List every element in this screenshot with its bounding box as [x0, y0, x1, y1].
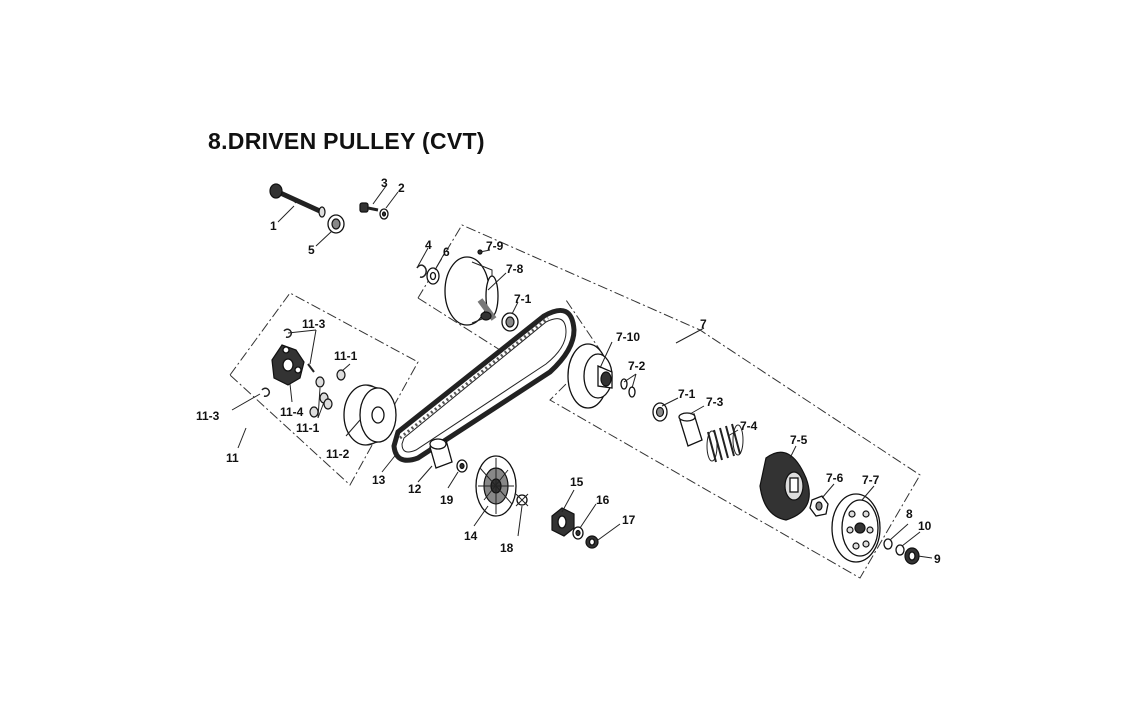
- label-11-1-lower: 11-1: [296, 421, 320, 435]
- bolt-part: [359, 202, 379, 213]
- one-way-clutch-part: [551, 507, 575, 537]
- label-11-3-upper: 11-3: [302, 317, 326, 331]
- label-7-1-upper: 7-1: [514, 292, 532, 306]
- slider-11-3-lower-part: [261, 387, 271, 397]
- slider-11-3-upper-part: [283, 328, 315, 373]
- collar-part: [429, 438, 453, 469]
- clutch-outer-7-7-part: [831, 493, 881, 563]
- label-7-9: 7-9: [486, 239, 504, 253]
- label-7-10: 7-10: [616, 330, 640, 344]
- label-13: 13: [372, 473, 386, 487]
- spring-7-4-part: [706, 423, 744, 463]
- group-boundaries: [229, 224, 921, 579]
- label-7-6: 7-6: [826, 471, 844, 485]
- label-5: 5: [308, 243, 315, 257]
- label-3: 3: [381, 176, 388, 190]
- label-11-1-upper: 11-1: [334, 349, 358, 363]
- label-2: 2: [398, 181, 405, 195]
- label-18: 18: [500, 541, 514, 555]
- label-11-3-lower: 11-3: [196, 409, 220, 423]
- oil-seal-7-1-part: [652, 402, 668, 422]
- movable-sheave-part: [567, 343, 613, 409]
- drive-belt-part: [391, 307, 577, 463]
- label-15: 15: [570, 475, 584, 489]
- label-7-1-lower: 7-1: [678, 387, 696, 401]
- label-7-3: 7-3: [706, 395, 724, 409]
- group-11-boundary: [229, 292, 419, 486]
- nut-part: [327, 214, 345, 234]
- label-7-4: 7-4: [740, 419, 758, 433]
- clutch-carrier-7-5-part: [759, 451, 810, 521]
- nut-9-part: [904, 547, 920, 565]
- label-7-5: 7-5: [790, 433, 808, 447]
- washer-8-part: [883, 538, 893, 550]
- label-16: 16: [596, 493, 610, 507]
- bearing-7-1-upper-part: [501, 312, 519, 332]
- label-6: 6: [443, 245, 450, 259]
- group-7-boundary: [417, 224, 921, 579]
- diagram-title: 8.DRIVEN PULLEY (CVT): [208, 128, 485, 154]
- movable-drive-face-part: [343, 384, 397, 446]
- nut-7-6-part: [809, 495, 829, 517]
- label-12: 12: [408, 482, 422, 496]
- label-7-7: 7-7: [862, 473, 880, 487]
- label-17: 17: [622, 513, 636, 527]
- label-1: 1: [270, 219, 277, 233]
- fan-drive-plate-part: [475, 455, 517, 517]
- starter-gear-part: [515, 493, 529, 507]
- axle-part: [269, 183, 326, 218]
- label-8: 8: [906, 507, 913, 521]
- ramp-plate-part: [271, 344, 305, 386]
- label-7-8: 7-8: [506, 262, 524, 276]
- leader-lines: [231, 185, 933, 559]
- part-callouts: 1 2 3 4 5 6 7 7-1 7-1 7-2 7-3 7-4 7-5 7-…: [196, 176, 941, 566]
- washer-part: [379, 208, 389, 220]
- label-11: 11: [226, 451, 239, 465]
- label-10: 10: [918, 519, 932, 533]
- label-7-2: 7-2: [628, 359, 646, 373]
- label-7: 7: [700, 317, 707, 331]
- guide-pins-7-2-part: [620, 378, 636, 398]
- group-7-boundary-inner: [417, 297, 501, 351]
- label-14: 14: [464, 529, 478, 543]
- label-9: 9: [934, 552, 941, 566]
- nut-17-part: [585, 535, 599, 549]
- seal-collar-7-3-part: [678, 412, 703, 447]
- label-11-2: 11-2: [326, 447, 350, 461]
- label-4: 4: [425, 238, 432, 252]
- washer-16-part: [572, 526, 584, 540]
- washer-10-part: [895, 544, 905, 556]
- washer-6-part: [426, 267, 440, 285]
- circlip-part: [416, 264, 427, 278]
- label-11-4: 11-4: [280, 405, 304, 419]
- fixed-sheave-part: [444, 249, 499, 326]
- roller-weights-part: [309, 369, 346, 418]
- washer-19-part: [456, 459, 468, 473]
- label-19: 19: [440, 493, 454, 507]
